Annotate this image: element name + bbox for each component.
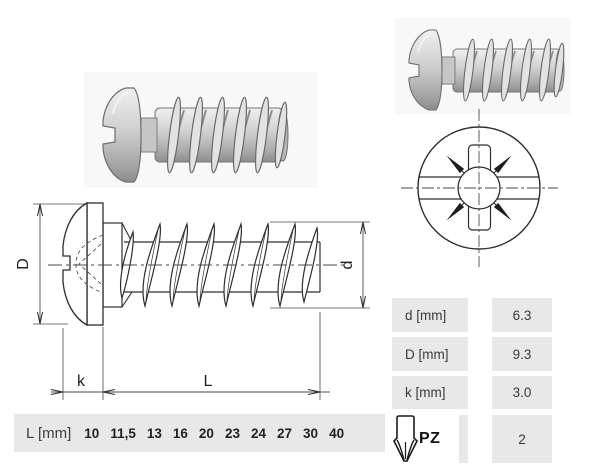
length-value: 13 [146, 425, 162, 441]
spec-label-d: d [mm] [392, 298, 468, 332]
spec-value-k-text: 3.0 [512, 385, 532, 400]
spec-value-k: 3.0 [492, 376, 552, 409]
length-value: 16 [172, 425, 188, 441]
screw-side-view-drawing: D [8, 188, 393, 410]
spec-value-D-text: 9.3 [512, 346, 532, 362]
spec-value-d-text: 6.3 [512, 307, 532, 323]
spec-value-D: 9.3 [492, 337, 552, 371]
screw-photo-large [82, 66, 322, 191]
spec-label-k: k [mm] [392, 376, 468, 409]
spec-label-D-text: D [mm] [405, 346, 449, 362]
spec-label-d-text: d [mm] [405, 307, 447, 323]
length-value: 24 [250, 425, 266, 441]
dim-label-D: D [15, 258, 32, 270]
head-front-view-drawing [395, 103, 570, 275]
spec-label-D: D [mm] [392, 337, 468, 371]
spec-value-drive-text: 2 [518, 431, 526, 447]
screw-photo-small-image [395, 18, 571, 114]
spec-label-k-text: k [mm] [405, 385, 446, 400]
length-row: L [mm] 10 11,5 13 16 20 23 24 27 30 40 [14, 414, 385, 452]
dim-label-k: k [77, 373, 86, 390]
pz-bit-icon [393, 414, 418, 462]
dim-label-L: L [204, 373, 213, 390]
dim-label-d: d [339, 261, 356, 270]
length-value: 23 [224, 425, 240, 441]
length-value: 11,5 [110, 425, 136, 441]
screw-photo-small [393, 16, 573, 116]
screw-side-view-image: D [15, 201, 370, 400]
pz-drive-label: PZ [419, 429, 441, 447]
length-value: 40 [329, 425, 345, 441]
spec-value-d: 6.3 [492, 298, 552, 332]
length-row-label: L [mm] [26, 424, 72, 442]
head-front-view-image [401, 109, 558, 267]
length-value: 20 [198, 425, 214, 441]
pz-drive-badge: PZ [390, 409, 459, 468]
length-value: 27 [277, 425, 293, 441]
spec-value-drive: 2 [492, 415, 552, 463]
length-row-values: 10 11,5 13 16 20 23 24 27 30 40 [84, 426, 344, 441]
length-value: 10 [84, 425, 100, 441]
screw-photo-large-image [84, 72, 318, 188]
length-value: 30 [303, 425, 319, 441]
